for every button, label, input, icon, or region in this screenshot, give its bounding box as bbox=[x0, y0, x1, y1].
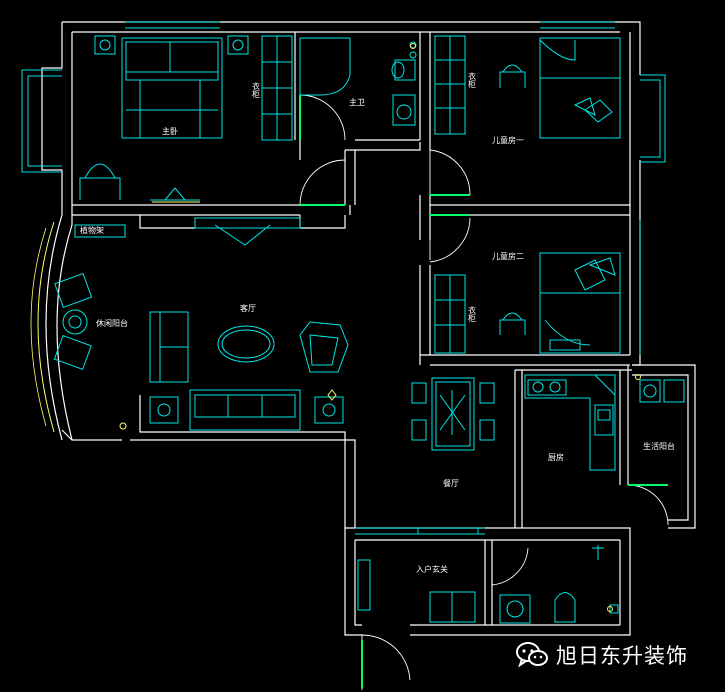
label-wardrobe-child-two: 衣柜 bbox=[468, 305, 477, 323]
label-dining-room: 餐厅 bbox=[443, 479, 459, 488]
windows bbox=[21, 21, 666, 535]
label-kitchen: 厨房 bbox=[548, 452, 564, 462]
label-master-bedroom: 主卧 bbox=[162, 126, 178, 136]
wechat-icon bbox=[516, 642, 548, 668]
label-service-balcony: 生活阳台 bbox=[643, 441, 675, 451]
label-plant-rack: 植物架 bbox=[80, 225, 104, 235]
label-living-room: 客厅 bbox=[240, 303, 256, 313]
label-child-room-one: 儿童房一 bbox=[492, 135, 524, 145]
label-wardrobe-master: 衣柜 bbox=[252, 81, 261, 99]
watermark: 旭日东升装饰 bbox=[516, 640, 688, 670]
door-leaves bbox=[299, 95, 668, 688]
label-leisure-balcony: 休闲阳台 bbox=[96, 318, 128, 328]
furniture bbox=[53, 35, 685, 624]
label-wardrobe-child-one: 衣柜 bbox=[468, 71, 477, 89]
watermark-text: 旭日东升装饰 bbox=[556, 644, 688, 668]
room-labels: 主卧 主卫 衣柜 儿童房一 衣柜 儿童房二 衣柜 植物架 休闲阳台 客厅 餐厅 … bbox=[80, 71, 675, 574]
label-entrance: 入户玄关 bbox=[416, 564, 448, 574]
fixtures bbox=[119, 43, 641, 612]
label-child-room-two: 儿童房二 bbox=[492, 251, 524, 261]
label-master-bath: 主卫 bbox=[349, 97, 365, 107]
leisure-balcony-curve bbox=[30, 214, 73, 441]
